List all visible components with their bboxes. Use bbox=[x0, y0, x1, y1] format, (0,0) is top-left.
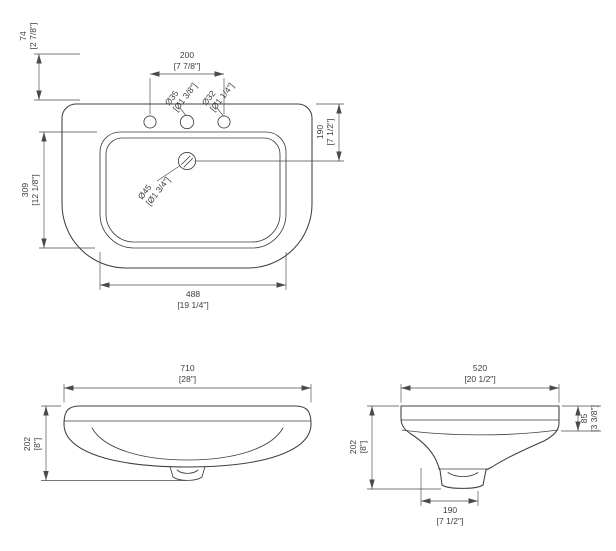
side-outline bbox=[400, 405, 560, 489]
dim-back-to-drain: 190 [7 1/2"] bbox=[196, 103, 344, 162]
leader-line bbox=[179, 107, 187, 116]
dim-back-to-drain-mm: 190 bbox=[315, 125, 325, 139]
dim-hole-spacing-mm: 200 bbox=[180, 50, 194, 60]
faucet-hole-center bbox=[179, 114, 195, 130]
label-drain-dia: Ø45 [Ø1 3/4"] bbox=[136, 165, 180, 207]
dim-front-height: 202 [8"] bbox=[22, 405, 186, 481]
dim-back-offset-mm: 74 bbox=[18, 31, 28, 41]
dim-foot-depth-inch: [7 1/2"] bbox=[437, 516, 464, 526]
label-center-hole-dia: Ø35 [Ø1 3/8"] bbox=[163, 81, 199, 116]
basin-rim-inner bbox=[99, 131, 287, 249]
plan-view bbox=[61, 103, 313, 269]
basin-outer-outline bbox=[61, 103, 313, 269]
dim-rim-height: 85 [3 3/8"] bbox=[561, 405, 601, 432]
faucet-hole-left bbox=[143, 115, 157, 129]
dim-side-height-inch: [8"] bbox=[358, 441, 368, 453]
front-foot bbox=[169, 466, 206, 481]
label-right-hole-dia: Ø32 [Ø1 1/4"] bbox=[200, 81, 236, 116]
dim-hole-spacing: 200 [7 7/8"] bbox=[149, 50, 225, 115]
dim-bowl-width-inch: [19 1/4"] bbox=[177, 300, 208, 310]
front-outline bbox=[63, 405, 312, 468]
faucet-hole-right bbox=[217, 115, 231, 129]
dim-side-height: 202 [8"] bbox=[348, 405, 441, 490]
side-foot-inner bbox=[447, 472, 479, 478]
dim-bowl-width-mm: 488 bbox=[186, 289, 200, 299]
dim-rim-height-inch: [3 3/8"] bbox=[589, 405, 599, 432]
dim-bowl-depth-inch: [12 1/8"] bbox=[30, 174, 40, 205]
dim-hole-spacing-inch: [7 7/8"] bbox=[174, 61, 201, 71]
dim-foot-depth: 190 [7 1/2"] bbox=[420, 468, 479, 526]
dim-overall-depth: 520 [20 1/2"] bbox=[400, 363, 560, 403]
dim-overall-width-inch: [28"] bbox=[179, 374, 196, 384]
dim-bowl-depth-mm: 309 bbox=[20, 183, 30, 197]
dim-overall-depth-inch: [20 1/2"] bbox=[464, 374, 495, 384]
dim-side-height-mm: 202 bbox=[348, 440, 358, 454]
dim-overall-depth-mm: 520 bbox=[473, 363, 487, 373]
basin-bowl-edge bbox=[105, 137, 281, 243]
side-skirt-line bbox=[401, 429, 559, 436]
dim-overall-width-mm: 710 bbox=[180, 363, 194, 373]
dim-bowl-width: 488 [19 1/4"] bbox=[99, 252, 287, 310]
dim-foot-depth-mm: 190 bbox=[443, 505, 457, 515]
dim-front-height-mm: 202 bbox=[22, 437, 32, 451]
front-bowl-inner bbox=[91, 427, 284, 461]
dim-back-to-drain-inch: [7 1/2"] bbox=[325, 119, 335, 146]
drain-slot-icon bbox=[181, 155, 193, 168]
drain-hole bbox=[177, 151, 197, 171]
dim-front-height-inch: [8"] bbox=[32, 438, 42, 450]
dim-bowl-depth: 309 [12 1/8"] bbox=[20, 131, 97, 249]
dim-overall-width: 710 [28"] bbox=[63, 363, 312, 403]
front-view bbox=[63, 405, 312, 481]
dim-rim-height-mm: 85 bbox=[579, 414, 589, 424]
dim-back-offset-inch: [2 7/8"] bbox=[28, 23, 38, 50]
side-view bbox=[400, 405, 560, 489]
dim-back-offset: 74 [2 7/8"] bbox=[18, 23, 80, 101]
leader-line bbox=[216, 107, 224, 116]
front-foot-inner bbox=[176, 469, 199, 474]
leader-line bbox=[156, 165, 180, 182]
